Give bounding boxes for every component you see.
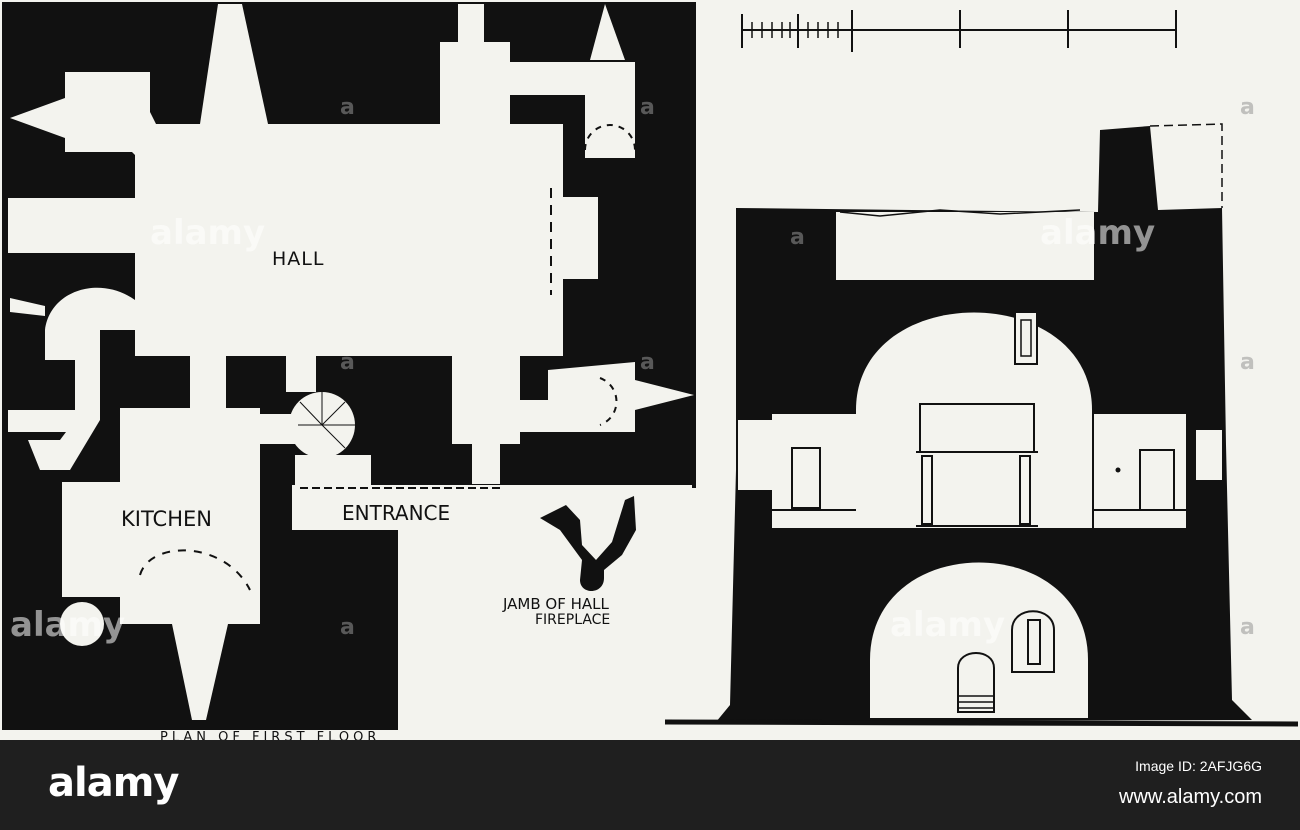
jamb-label: JAMB OF HALL (503, 595, 609, 613)
left-side-door (791, 447, 821, 509)
kitchen-well (60, 602, 104, 646)
watermark-mark: a (340, 615, 355, 640)
hall-recess (550, 197, 598, 279)
watermark-logo: alamy (150, 213, 266, 253)
left-stair (28, 287, 135, 470)
top-right-window (590, 4, 625, 60)
lower-right-block (472, 444, 500, 484)
watermark-logo: alamy (890, 605, 1006, 645)
top-right-passage (440, 42, 510, 124)
fireplace-jamb (540, 496, 636, 592)
lower-right-passage (452, 356, 520, 444)
kitchen-oven (62, 482, 120, 597)
basement-recess (1011, 610, 1055, 673)
basement-door (957, 652, 995, 713)
lower-right-arch (599, 377, 618, 426)
lower-right-chamber (520, 362, 635, 432)
watermark-logo: alamy (10, 605, 126, 645)
entrance-label: ENTRANCE (342, 501, 451, 525)
site-url[interactable]: www.alamy.com (1119, 786, 1262, 808)
left-window (8, 198, 135, 253)
watermark-mark: a (1240, 615, 1255, 640)
scale-bar (741, 10, 1177, 52)
architectural-drawing (2, 2, 1299, 730)
section-fireplace (916, 403, 1038, 527)
left-passage (8, 410, 78, 432)
alamy-logo[interactable]: alamy (48, 760, 179, 806)
vault-window-inner (1020, 319, 1032, 357)
hall-room (135, 124, 563, 356)
basement-vault (870, 562, 1088, 718)
upper-chamber (836, 212, 1094, 280)
right-side-knob (1115, 467, 1121, 473)
top-right-chamber (510, 62, 635, 158)
top-left-passage (120, 112, 160, 155)
entrance-door (295, 455, 371, 487)
watermark-mark: a (640, 350, 655, 375)
roof-outline (1149, 123, 1223, 208)
watermark-mark: a (1240, 95, 1255, 120)
stair-landing (258, 414, 298, 444)
stair-passage (286, 356, 316, 392)
kitchen-arch (139, 549, 251, 591)
top-right-chimney (458, 4, 484, 44)
kitchen-window (172, 624, 228, 720)
upper-chamber-line (839, 209, 1081, 217)
lower-right-window (635, 380, 694, 410)
top-window (200, 4, 268, 124)
ground-line (664, 719, 1299, 727)
right-wall-window (1196, 430, 1222, 480)
hall-kitchen-passage (190, 356, 226, 408)
top-right-arch (584, 124, 636, 151)
stock-footer: alamy Image ID: 2AFJG6G www.alamy.com (0, 740, 1300, 830)
left-slit (10, 298, 45, 316)
left-wall-window (738, 420, 772, 490)
section-drawing (664, 123, 1299, 727)
kitchen-label: KITCHEN (121, 507, 212, 531)
top-left-window (10, 98, 65, 138)
watermark-mark: a (640, 95, 655, 120)
watermark-logo: alamy (1040, 213, 1156, 253)
watermark-mark: a (340, 95, 355, 120)
basement-steps (958, 695, 994, 709)
hall-vault (856, 312, 1092, 528)
watermark-mark: a (340, 350, 355, 375)
image-id: Image ID: 2AFJG6G (1135, 758, 1262, 774)
basement-slit (1027, 619, 1041, 665)
hall-label: HALL (272, 248, 325, 270)
floor-plan (2, 2, 696, 730)
fireplace-label: FIREPLACE (535, 612, 611, 628)
watermark-mark: a (790, 225, 805, 250)
kitchen-room (120, 408, 260, 624)
plan-caption: PLAN OF FIRST FLOOR (160, 731, 381, 740)
watermark-mark: a (1240, 350, 1255, 375)
